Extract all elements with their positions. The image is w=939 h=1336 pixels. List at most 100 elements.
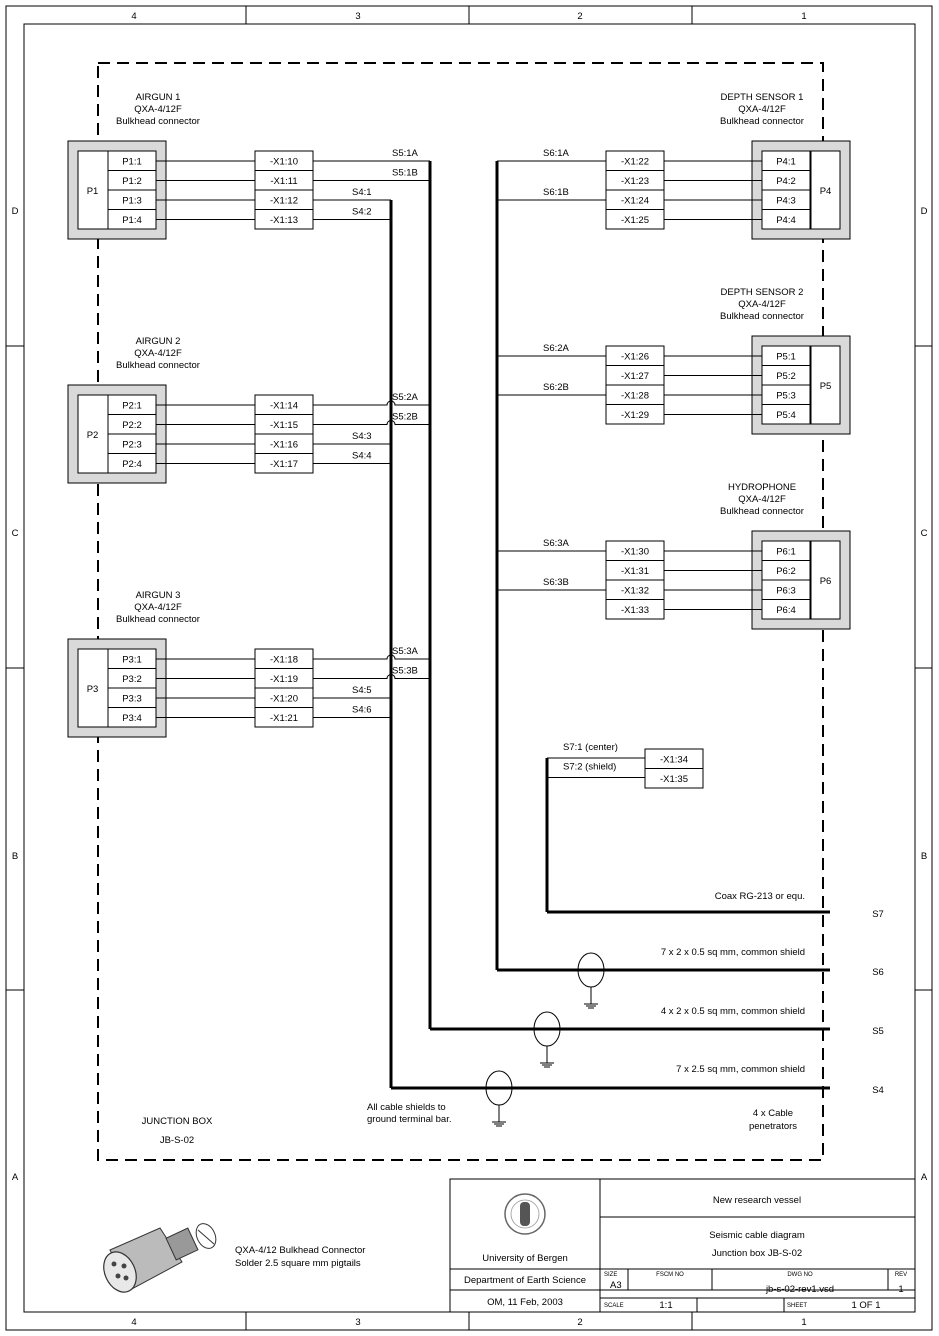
zone-row-label: A <box>921 1172 928 1183</box>
pin-label: P1:4 <box>122 215 142 226</box>
terminal-label: -X1:12 <box>270 196 298 207</box>
wire-label: S4:4 <box>352 451 372 462</box>
zone-row-label: A <box>12 1172 19 1183</box>
junction-box-label: JUNCTION BOX <box>142 1116 213 1127</box>
author-date: OM, 11 Feb, 2003 <box>487 1297 563 1308</box>
terminal-label: -X1:11 <box>270 176 297 187</box>
connector-title: Bulkhead connector <box>116 116 200 127</box>
organization-name: University of Bergen <box>482 1253 568 1264</box>
terminal-label: -X1:28 <box>621 391 649 402</box>
terminal-label: -X1:30 <box>621 547 649 558</box>
cable-id: S7 <box>872 909 884 920</box>
connector-id: P3 <box>87 684 99 695</box>
connector-title: Bulkhead connector <box>116 614 200 625</box>
rev-value: 1 <box>898 1284 903 1295</box>
pin-label: P4:2 <box>776 176 796 187</box>
terminal-label: -X1:27 <box>621 371 649 382</box>
connector-title: QXA-4/12F <box>134 348 182 359</box>
terminal-label: -X1:29 <box>621 410 649 421</box>
connector-title: AIRGUN 3 <box>136 590 181 601</box>
wire-label: S5:1B <box>392 168 418 179</box>
connector-title: QXA-4/12F <box>134 104 182 115</box>
connector-id: P5 <box>820 381 832 392</box>
wire-label: S6:2B <box>543 382 569 393</box>
university-seal-logo <box>510 1199 540 1229</box>
wire-label: S5:3B <box>392 666 418 677</box>
pin-label: P5:4 <box>776 410 796 421</box>
terminal-label: -X1:31 <box>621 566 649 577</box>
pin-label: P4:3 <box>776 196 796 207</box>
pin-label: P5:2 <box>776 371 796 382</box>
connector-title: Bulkhead connector <box>720 506 804 517</box>
wire-label: S4:3 <box>352 431 372 442</box>
connector-face <box>103 1251 137 1293</box>
connector-id: P2 <box>87 430 99 441</box>
terminal-label: -X1:24 <box>621 196 649 207</box>
wire-label: S6:2A <box>543 343 570 354</box>
pin-label: P5:3 <box>776 391 796 402</box>
zone-row-label: D <box>12 206 19 217</box>
terminal-label: -X1:34 <box>660 755 688 766</box>
terminal-label: -X1:19 <box>270 674 298 685</box>
junction-box-label: JB-S-02 <box>160 1135 194 1146</box>
penetrator-note: 4 x Cable <box>753 1108 793 1119</box>
connector-caption: QXA-4/12 Bulkhead Connector <box>235 1245 365 1256</box>
zone-row-label: C <box>921 528 928 539</box>
connector-nut <box>195 1223 217 1249</box>
scale-value: 1:1 <box>659 1300 672 1311</box>
terminal-label: -X1:14 <box>270 401 298 412</box>
pin-label: P3:3 <box>122 694 142 705</box>
project-title: New research vessel <box>713 1195 801 1206</box>
zone-row-label: D <box>921 206 928 217</box>
terminal-label: -X1:21 <box>270 713 298 724</box>
wire-label: S4:1 <box>352 187 372 198</box>
zone-column-label: 4 <box>131 11 136 22</box>
connector-title: QXA-4/12F <box>738 299 786 310</box>
wire-label: S5:1A <box>392 148 419 159</box>
zone-column-label: 3 <box>355 11 360 22</box>
terminal-label: -X1:10 <box>270 157 298 168</box>
zone-column-label: 1 <box>801 11 806 22</box>
drawing-title: Junction box JB-S-02 <box>712 1248 802 1259</box>
cable-description: 7 x 2 x 0.5 sq mm, common shield <box>661 947 805 958</box>
pin-label: P6:2 <box>776 566 796 577</box>
terminal-block <box>644 768 704 789</box>
university-seal-logo <box>520 1202 530 1226</box>
terminal-label: -X1:35 <box>660 774 688 785</box>
wire-label: S4:2 <box>352 207 372 218</box>
penetrator-note: penetrators <box>749 1121 797 1132</box>
shield-note: ground terminal bar. <box>367 1114 452 1125</box>
zone-row-label: B <box>921 851 927 862</box>
wire-label: S4:5 <box>352 685 372 696</box>
pin-label: P4:1 <box>776 157 796 168</box>
terminal-label: -X1:18 <box>270 655 298 666</box>
terminal-label: -X1:20 <box>270 694 298 705</box>
zone-column-label: 1 <box>801 1317 806 1328</box>
connector-nut-line <box>197 1229 215 1245</box>
terminal-label: -X1:13 <box>270 215 298 226</box>
department-name: Department of Earth Science <box>464 1275 586 1286</box>
connector-title: QXA-4/12F <box>738 104 786 115</box>
pin-label: P3:2 <box>122 674 142 685</box>
pin-label: P6:4 <box>776 605 796 616</box>
pin-label: P3:4 <box>122 713 142 724</box>
connector-title: Bulkhead connector <box>720 116 804 127</box>
connector-id: P6 <box>820 576 832 587</box>
terminal-label: -X1:15 <box>270 420 298 431</box>
connector-title: DEPTH SENSOR 1 <box>721 92 804 103</box>
zone-column-label: 2 <box>577 1317 582 1328</box>
wire-label: S7:2 (shield) <box>563 762 616 773</box>
sheet-label: SHEET <box>787 1303 807 1309</box>
shield-note: All cable shields to <box>367 1102 446 1113</box>
connector-pin <box>111 1261 117 1267</box>
connector-title: DEPTH SENSOR 2 <box>721 287 804 298</box>
size-value: A3 <box>610 1280 622 1291</box>
pin-label: P5:1 <box>776 352 796 363</box>
zone-column-label: 4 <box>131 1317 136 1328</box>
wire-label: S5:2A <box>392 392 419 403</box>
wire-label: S6:1A <box>543 148 570 159</box>
zone-row-label: C <box>12 528 19 539</box>
terminal-label: -X1:32 <box>621 586 649 597</box>
connector-title: QXA-4/12F <box>738 494 786 505</box>
